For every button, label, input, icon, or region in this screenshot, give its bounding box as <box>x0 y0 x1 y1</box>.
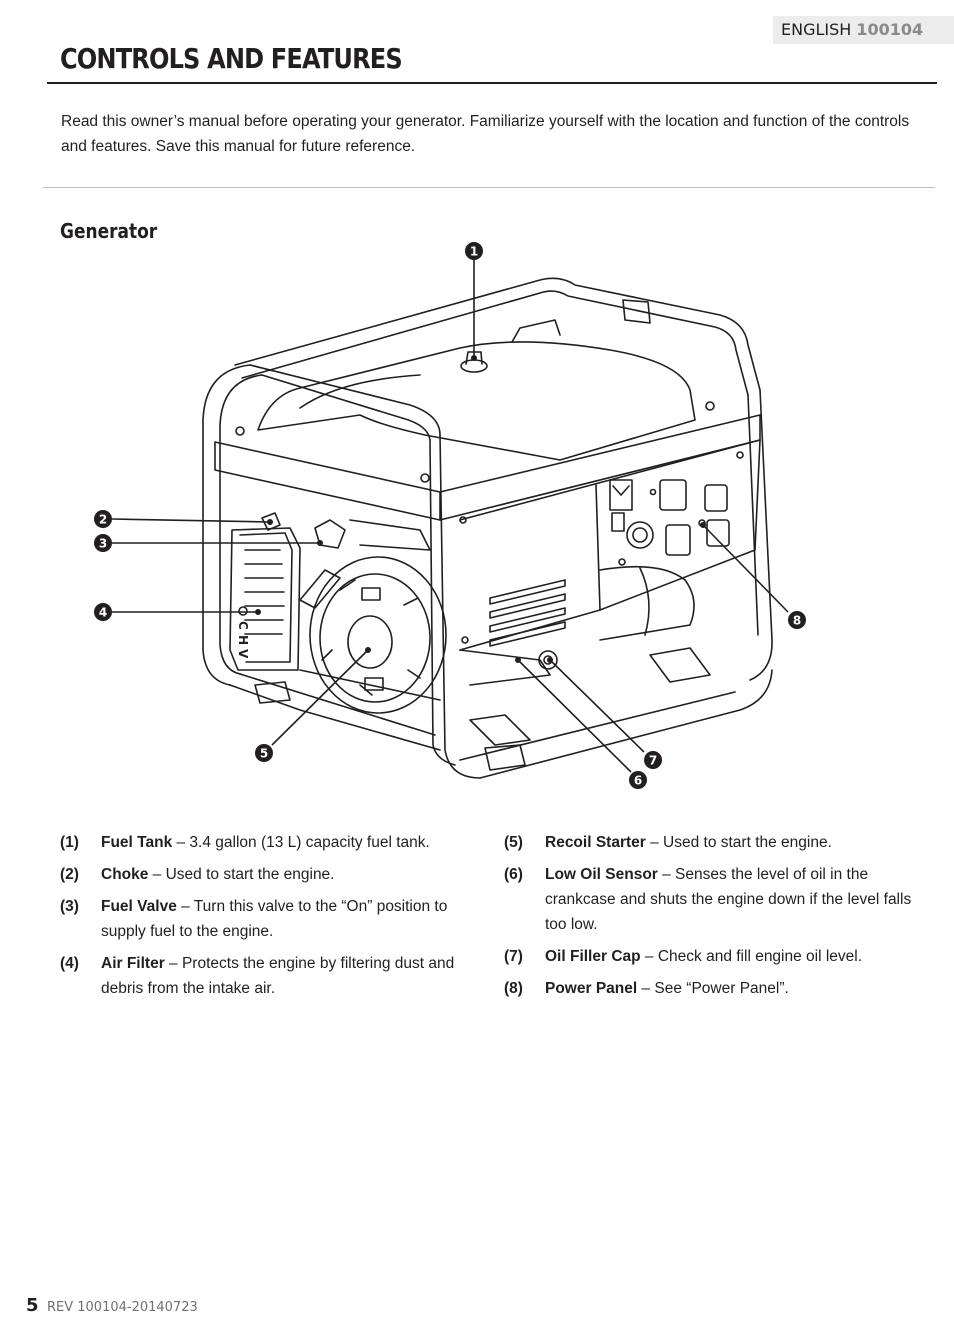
callout-2-number: 2 <box>99 513 107 527</box>
feature-description: – See “Power Panel”. <box>637 980 789 997</box>
feature-list-left: (1) Fuel Tank – 3.4 gallon (13 L) capaci… <box>60 830 480 1008</box>
title-divider <box>47 82 937 84</box>
feature-item-low-oil-sensor: (6) Low Oil Sensor – Senses the level of… <box>504 862 914 937</box>
callout-1-number: 1 <box>470 245 478 259</box>
language-label: ENGLISH <box>781 20 852 39</box>
feature-item-choke: (2) Choke – Used to start the engine. <box>60 862 480 887</box>
callout-7: 7 <box>644 751 662 769</box>
feature-item-fuel-tank: (1) Fuel Tank – 3.4 gallon (13 L) capaci… <box>60 830 480 855</box>
callout-4-number: 4 <box>99 606 107 620</box>
callout-8: 8 <box>788 611 806 629</box>
intro-paragraph: Read this owner’s manual before operatin… <box>61 113 910 155</box>
page-footer: 5 REV 100104-20140723 <box>26 1295 198 1316</box>
feature-name: Choke <box>101 866 149 883</box>
feature-number: (2) <box>60 866 79 883</box>
callout-3-number: 3 <box>99 537 107 551</box>
feature-item-fuel-valve: (3) Fuel Valve – Turn this valve to the … <box>60 894 480 944</box>
revision-code: REV 100104-20140723 <box>46 1300 198 1315</box>
feature-description: – Used to start the engine. <box>645 834 832 851</box>
feature-name: Air Filter <box>101 955 165 972</box>
feature-number: (3) <box>60 898 79 915</box>
callout-6: 6 <box>629 771 647 789</box>
section-divider <box>43 187 935 188</box>
panel-letter-c: C <box>236 621 250 630</box>
feature-description: – Used to start the engine. <box>148 866 335 883</box>
callout-5: 5 <box>255 744 273 762</box>
callout-4: 4 <box>94 603 112 621</box>
callout-5-number: 5 <box>260 747 268 761</box>
callout-7-number: 7 <box>649 754 657 768</box>
feature-item-air-filter: (4) Air Filter – Protects the engine by … <box>60 951 480 1001</box>
feature-description: – 3.4 gallon (13 L) capacity fuel tank. <box>172 834 430 851</box>
feature-description: – Senses the level of oil in the crankca… <box>545 866 912 933</box>
generator-diagram: C H V 1 <box>0 230 954 800</box>
feature-name: Low Oil Sensor <box>545 866 658 883</box>
feature-name: Power Panel <box>545 980 638 997</box>
feature-description: – Check and fill engine oil level. <box>640 948 863 965</box>
callout-8-number: 8 <box>793 614 801 628</box>
feature-number: (4) <box>60 955 79 972</box>
callout-2: 2 <box>94 510 112 528</box>
language-tag: ENGLISH 100104 <box>773 16 954 44</box>
page-number: 5 <box>26 1295 39 1316</box>
generator-illustration: C H V 1 <box>94 242 806 789</box>
feature-item-power-panel: (8) Power Panel – See “Power Panel”. <box>504 976 914 1001</box>
feature-number: (5) <box>504 834 523 851</box>
feature-number: (1) <box>60 834 79 851</box>
feature-number: (7) <box>504 948 523 965</box>
feature-description: – Turn this valve to the “On” position t… <box>101 898 448 940</box>
feature-item-recoil-starter: (5) Recoil Starter – Used to start the e… <box>504 830 914 855</box>
feature-item-oil-filler-cap: (7) Oil Filler Cap – Check and fill engi… <box>504 944 914 969</box>
feature-name: Fuel Tank <box>101 834 173 851</box>
feature-description: – Protects the engine by filtering dust … <box>101 955 455 997</box>
panel-letter-h: H <box>236 635 250 645</box>
feature-list-right: (5) Recoil Starter – Used to start the e… <box>504 830 914 1008</box>
callout-3: 3 <box>94 534 112 552</box>
feature-name: Recoil Starter <box>545 834 646 851</box>
model-code: 100104 <box>856 20 924 39</box>
callout-1: 1 <box>465 242 483 260</box>
section-heading: Generator <box>60 219 158 243</box>
page-title: CONTROLS AND FEATURES <box>60 42 403 75</box>
feature-name: Fuel Valve <box>101 898 177 915</box>
feature-number: (6) <box>504 866 523 883</box>
callout-6-number: 6 <box>634 774 642 788</box>
feature-number: (8) <box>504 980 523 997</box>
panel-letter-v: V <box>236 649 250 659</box>
feature-name: Oil Filler Cap <box>545 948 641 965</box>
